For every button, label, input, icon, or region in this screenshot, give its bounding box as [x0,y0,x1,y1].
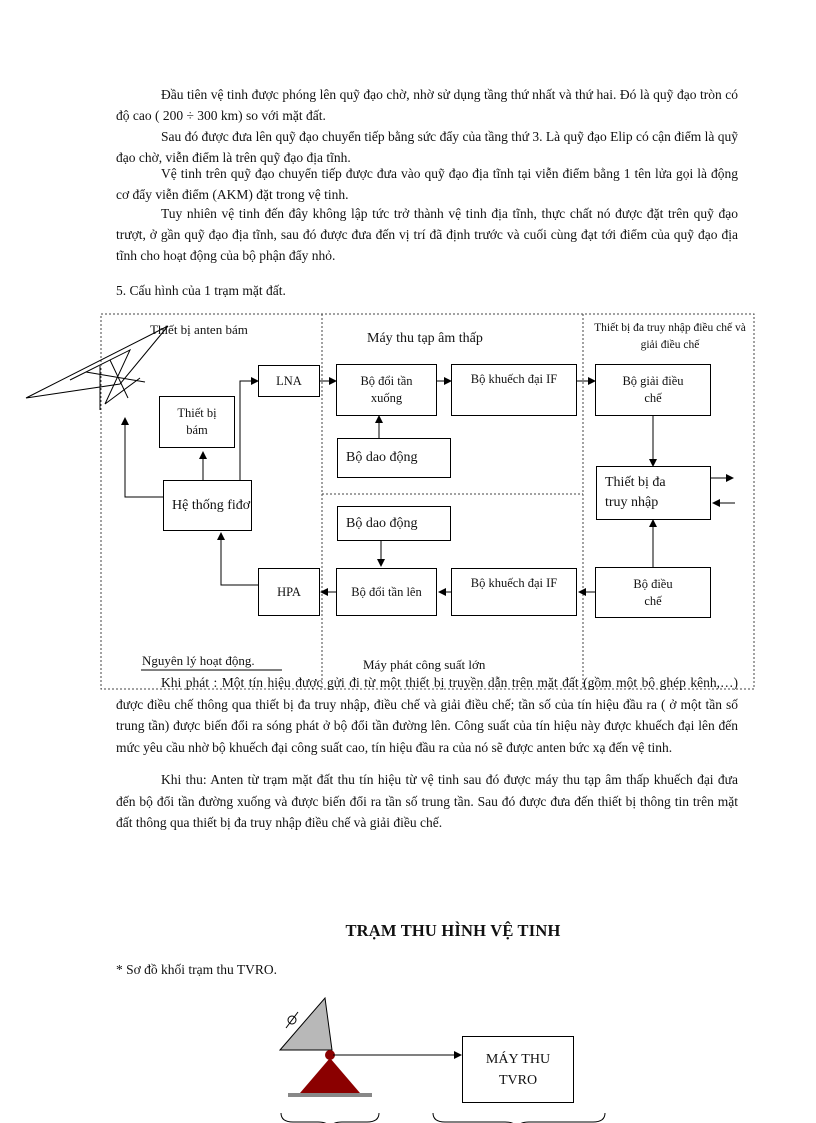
region-antenna-label: Thiết bị anten bám [150,322,248,337]
paragraph-receive: Khi thu: Anten từ trạm mặt đất thu tín h… [116,772,738,830]
paragraph-transmit: Khi phát : Một tín hiệu được gửi đi từ m… [116,675,738,755]
oscillator-rx-block: Bộ dao động [337,438,451,478]
feed-system-block: Hệ thống fiđơ [163,480,252,531]
section-title-tvro: TRẠM THU HÌNH VỆ TINH [345,921,561,940]
tvro-diagram [278,996,606,1123]
paragraph-akm: Vệ tinh trên quỹ đạo chuyển tiếp được đư… [116,166,738,202]
antenna-icon [25,325,169,410]
section-heading: 5. Cấu hình của 1 trạm mặt đất. [116,283,286,298]
tvro-subheading: * Sơ đồ khối trạm thu TVRO. [116,962,278,977]
multiple-access-block: Thiết bị đa truy nhập [596,466,711,520]
principle-label: Nguyên lý hoạt động. [142,653,255,668]
if-amplifier-rx-block: Bộ khuếch đại IF [451,364,577,416]
lna-block: LNA [258,365,320,397]
paragraph-transfer-orbit: Sau đó được đưa lên quỹ đạo chuyển tiếp … [116,129,738,165]
paragraph-parking-orbit: Đầu tiên vệ tinh được phóng lên quỹ đạo … [116,87,738,123]
oscillator-tx-block: Bộ dao động [337,506,451,541]
if-amplifier-tx-block: Bộ khuếch đại IF [451,568,577,616]
region-receiver-label: Máy thu tạp âm thấp [367,331,483,346]
demodulator-block: Bộ giải điều chế [595,364,711,416]
tracking-device-block: Thiết bị bám [159,396,235,448]
downconverter-block: Bộ đổi tần xuống [336,364,437,416]
dish-icon [278,996,333,1051]
region-multiplex-label: Thiết bị đa truy nhập điều chế và giải đ… [594,322,746,351]
hpa-block: HPA [258,568,320,616]
region-transmitter-label: Máy phát công suất lớn [363,657,486,672]
modulator-block: Bộ điều chế [595,567,711,618]
tvro-receiver-block: MÁY THU TVRO [462,1036,574,1103]
mount-icon [300,1058,360,1093]
paragraph-drift-orbit: Tuy nhiên vệ tinh đến đây không lập tức … [116,206,738,263]
upconverter-block: Bộ đổi tần lên [336,568,437,616]
